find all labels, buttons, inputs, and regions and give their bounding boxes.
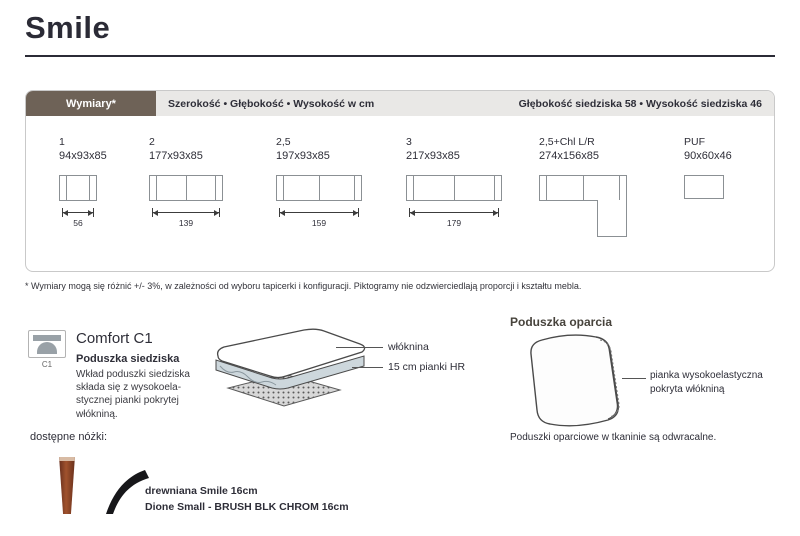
metal-leg-label: Dione Small - BRUSH BLK CHROM 16cm xyxy=(145,501,349,513)
sofa-icon xyxy=(149,175,223,201)
arrow-line xyxy=(410,212,498,213)
sofa-icon xyxy=(276,175,362,201)
comfort-icon-label: C1 xyxy=(41,360,53,369)
pointer-line-back xyxy=(622,378,646,379)
dimensions-footnote: * Wymiary mogą się różnić +/- 3%, w zale… xyxy=(25,281,582,291)
dimension-item: 3 217x93x85 179 xyxy=(406,136,539,237)
foam-label: 15 cm pianki HR xyxy=(388,361,466,373)
sofa-icon xyxy=(59,175,97,201)
config-size: 274x156x85 xyxy=(539,150,599,162)
dimension-item: 2 177x93x85 139 xyxy=(149,136,276,237)
back-cushion-label: pianka wysokoelastyczna pokryta włókniną xyxy=(650,369,763,396)
config-size: 177x93x85 xyxy=(149,150,203,162)
fiber-label: włóknina xyxy=(388,341,429,353)
seat-cushion-illustration xyxy=(215,328,366,407)
config-name: 3 xyxy=(406,136,412,148)
config-size: 94x93x85 xyxy=(59,150,107,162)
config-name: 2 xyxy=(149,136,155,148)
config-size: 197x93x85 xyxy=(276,150,330,162)
pointer-line-fiber xyxy=(336,347,383,348)
comfort-icon-seat xyxy=(37,342,57,354)
width-arrow: 56 xyxy=(62,208,94,232)
width-value: 139 xyxy=(178,218,194,228)
width-value: 56 xyxy=(73,218,83,228)
width-arrow: 179 xyxy=(409,208,499,232)
arrow-line xyxy=(153,212,219,213)
back-cushion-illustration xyxy=(530,334,620,427)
seat-cushion-title: Poduszka siedziska xyxy=(76,353,180,365)
arrow-right-head xyxy=(353,209,358,216)
width-value: 159 xyxy=(311,218,327,228)
puf-icon xyxy=(684,175,724,199)
wymiary-tab: Wymiary* xyxy=(26,91,156,116)
pointer-line-foam xyxy=(352,367,383,368)
arrow-right-head xyxy=(88,209,93,216)
comfort-title: Comfort C1 xyxy=(76,330,153,347)
arrow-right-head xyxy=(214,209,219,216)
legs-title: dostępne nóżki: xyxy=(30,431,108,443)
dimension-item: PUF 90x60x46 xyxy=(684,136,774,237)
config-size: 90x60x46 xyxy=(684,150,732,162)
arrow-line xyxy=(63,212,93,213)
back-cushion-label-line1: pianka wysokoelastyczna xyxy=(650,370,763,381)
dimension-item: 1 94x93x85 56 xyxy=(59,136,149,237)
dimension-item: 2,5+Chl L/R 274x156x85 xyxy=(539,136,684,237)
back-cushion-note: Poduszki oparciowe w tkaninie są odwraca… xyxy=(510,432,717,443)
config-name: 2,5+Chl L/R xyxy=(539,136,595,148)
comfort-icon-backrest xyxy=(33,335,61,341)
width-value: 179 xyxy=(446,218,462,228)
width-arrow: 139 xyxy=(152,208,220,232)
back-cushion-title: Poduszka oparcia xyxy=(510,315,613,329)
dimensions-header-bar: Szerokość • Głębokość • Wysokość w cm Gł… xyxy=(156,91,774,116)
dimension-items-row: 1 94x93x85 56 2 177x93x85 139 2,5 xyxy=(26,116,774,237)
dim-header-left: Szerokość • Głębokość • Wysokość w cm xyxy=(168,97,375,110)
back-cushion-label-line2: pokryta włókniną xyxy=(650,383,725,395)
arrow-right-head xyxy=(493,209,498,216)
metal-leg-image xyxy=(106,470,149,514)
config-size: 217x93x85 xyxy=(406,150,460,162)
corner-sofa-icon xyxy=(539,175,627,237)
arrow-line xyxy=(280,212,358,213)
config-name: 1 xyxy=(59,136,65,148)
dimensions-header: Wymiary* Szerokość • Głębokość • Wysokoś… xyxy=(26,91,774,116)
dim-header-right: Głębokość siedziska 58 • Wysokość siedzi… xyxy=(518,97,762,110)
dimensions-panel: Wymiary* Szerokość • Głębokość • Wysokoś… xyxy=(25,90,775,272)
width-arrow: 159 xyxy=(279,208,359,232)
dimension-item: 2,5 197x93x85 159 xyxy=(276,136,406,237)
sofa-icon xyxy=(406,175,502,201)
seat-cushion-description: Wkład poduszki siedziska składa się z wy… xyxy=(76,369,190,420)
config-name: PUF xyxy=(684,136,705,148)
wood-leg-image xyxy=(59,457,75,514)
page-title: Smile xyxy=(25,10,111,45)
wood-leg-label: drewniana Smile 16cm xyxy=(145,485,258,497)
comfort-c1-icon xyxy=(28,330,66,358)
title-divider xyxy=(25,55,775,57)
config-name: 2,5 xyxy=(276,136,291,148)
